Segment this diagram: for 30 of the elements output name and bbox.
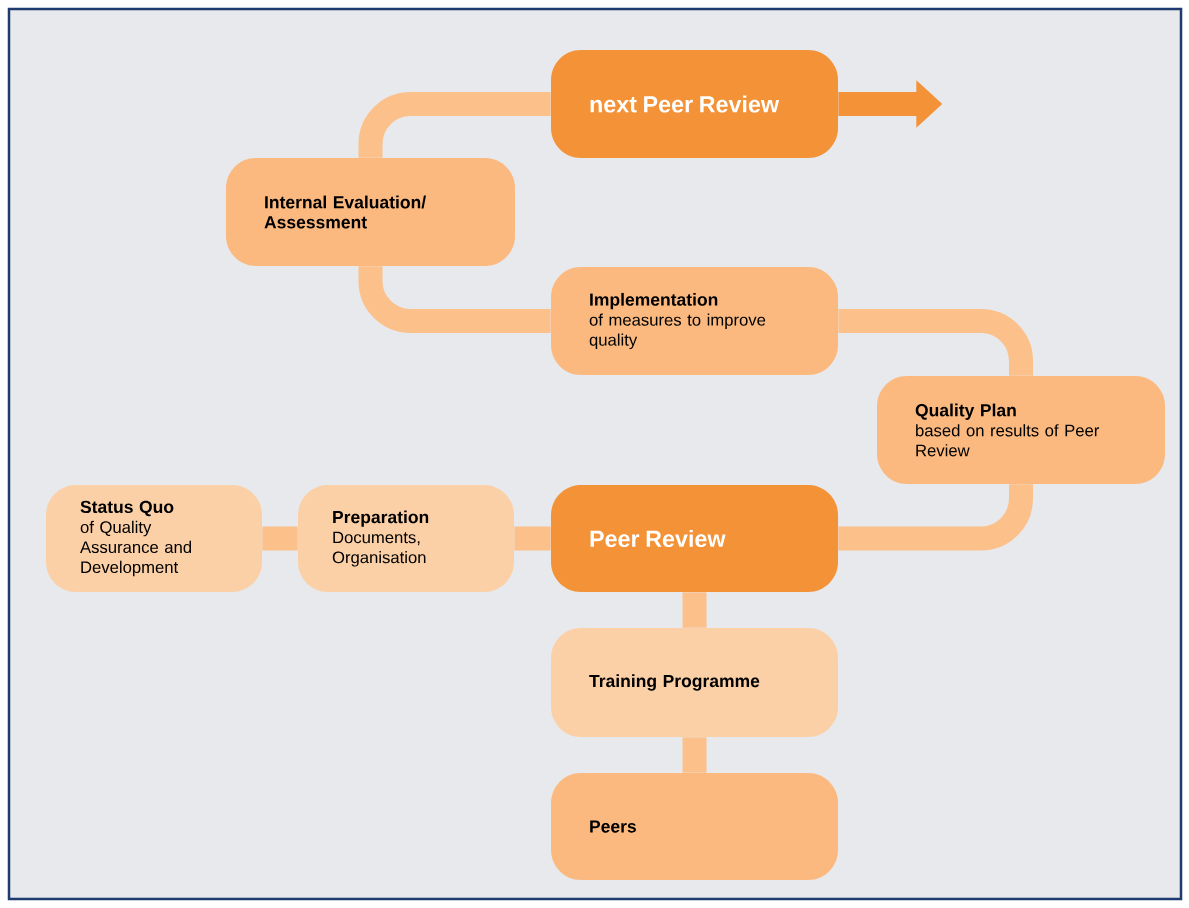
connector xyxy=(838,484,1033,551)
box-heading: Implementation xyxy=(590,292,718,310)
connector xyxy=(682,737,707,773)
connector xyxy=(682,592,707,628)
process-box xyxy=(226,158,515,266)
box-heading: Preparation xyxy=(333,510,429,527)
process-box xyxy=(298,485,514,592)
connector xyxy=(358,266,551,333)
box-heading: Status Quo xyxy=(80,500,174,517)
box-heading: Quality Plan xyxy=(915,403,1016,420)
box-text: based on results of Peer Review xyxy=(916,424,1100,457)
process-box xyxy=(551,773,838,880)
box-heading: Peer Review xyxy=(590,529,726,548)
box-text: of measures to improve quality xyxy=(589,313,766,350)
box-heading: Internal Evaluation/ Assessment xyxy=(264,195,426,229)
box-heading: next Peer Review xyxy=(590,95,780,113)
box-text: Documents, Organisation xyxy=(332,531,426,567)
connector xyxy=(838,309,1033,376)
process-box xyxy=(551,485,838,592)
connector xyxy=(262,526,298,551)
connector xyxy=(358,92,551,158)
process-box xyxy=(46,485,262,592)
box-heading: Training Programme xyxy=(589,674,760,691)
process-box xyxy=(551,267,838,375)
box-heading: Peers xyxy=(590,820,636,833)
process-box xyxy=(551,628,838,737)
connector xyxy=(514,526,551,551)
process-box xyxy=(877,376,1165,484)
process-box xyxy=(551,50,838,158)
box-text: of Quality Assurance and Development xyxy=(80,520,192,577)
